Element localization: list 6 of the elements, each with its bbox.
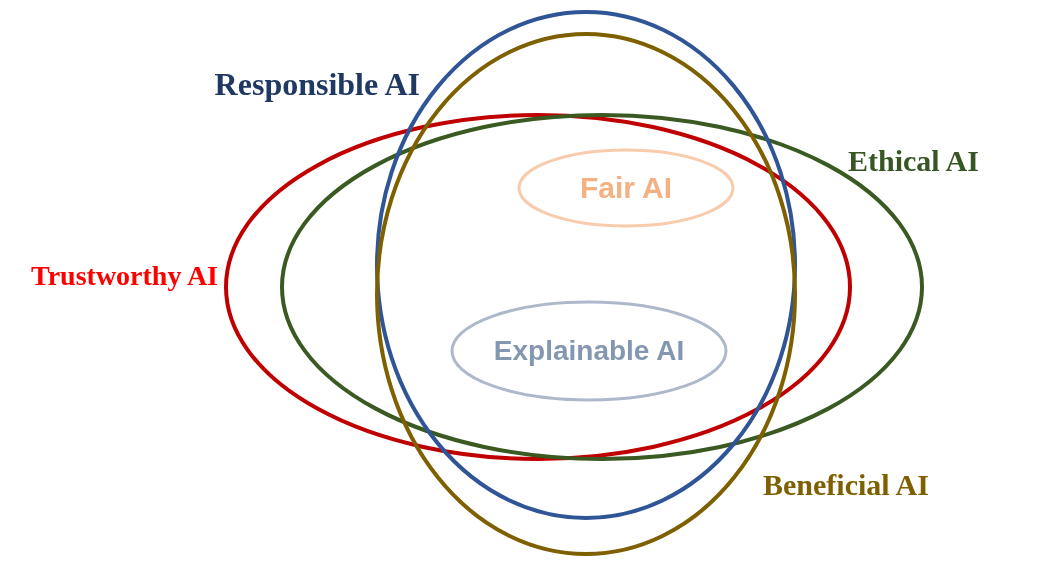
set-label: Explainable AI: [493, 337, 685, 365]
set-label: Trustworthy AI: [31, 262, 218, 290]
set-label: Beneficial AI: [763, 470, 929, 500]
set-label: Ethical AI: [848, 146, 979, 176]
set-label: Responsible AI: [214, 68, 420, 100]
set-label: Fair AI: [579, 173, 673, 203]
